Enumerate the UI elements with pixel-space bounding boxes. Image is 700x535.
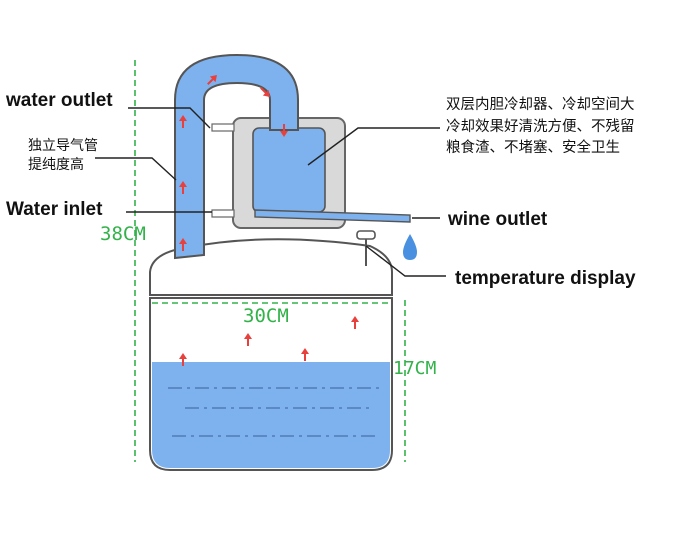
cooler-label-line2: 冷却效果好清洗方便、不残留	[446, 118, 635, 135]
thermometer	[356, 230, 376, 266]
flow-arrow-icon	[179, 181, 187, 194]
vapor-tube	[174, 53, 299, 260]
condenser	[211, 117, 411, 229]
droplet-icon	[403, 234, 417, 260]
height-total-label: 38CM	[100, 223, 146, 245]
flow-arrow-icon	[207, 75, 217, 85]
flow-arrow-icon	[244, 333, 252, 346]
gas-tube-leader	[95, 157, 177, 181]
width-label: 30CM	[243, 305, 289, 327]
gas-tube-label-line2: 提纯度高	[28, 156, 84, 173]
flow-arrow-icon	[301, 348, 309, 361]
flow-arrows	[179, 75, 359, 366]
flow-arrow-icon	[351, 316, 359, 329]
water-outlet-label: water outlet	[5, 90, 113, 111]
flow-arrow-icon	[179, 238, 187, 251]
water-outlet-leader	[128, 107, 211, 129]
wine-outlet-pipe	[254, 209, 411, 223]
flow-arrow-icon	[260, 87, 270, 97]
flow-arrow-icon	[280, 124, 288, 137]
flow-arrow-icon	[179, 353, 187, 366]
cooler-label-line1: 双层内胆冷却器、冷却空间大	[446, 96, 635, 113]
gas-tube-label-line1: 独立导气管	[28, 138, 98, 154]
water-inlet-label: Water inlet	[6, 199, 103, 220]
flow-arrow-icon	[179, 115, 187, 128]
pot-water	[152, 362, 390, 468]
condenser-inner	[252, 127, 326, 213]
cooler-label-line3: 粮食渣、不堵塞、安全卫生	[446, 138, 620, 156]
water-inlet-port	[211, 209, 235, 218]
thermometer-head	[356, 230, 376, 240]
pot-height-label: 17CM	[393, 358, 437, 379]
water-outlet-port	[211, 123, 235, 132]
wine-outlet-label: wine outlet	[447, 209, 548, 230]
pot	[149, 238, 393, 471]
temperature-display-label: temperature display	[455, 268, 636, 289]
pot-lid	[149, 238, 393, 296]
temperature-leader	[365, 245, 446, 277]
cooler-leader	[307, 127, 440, 166]
